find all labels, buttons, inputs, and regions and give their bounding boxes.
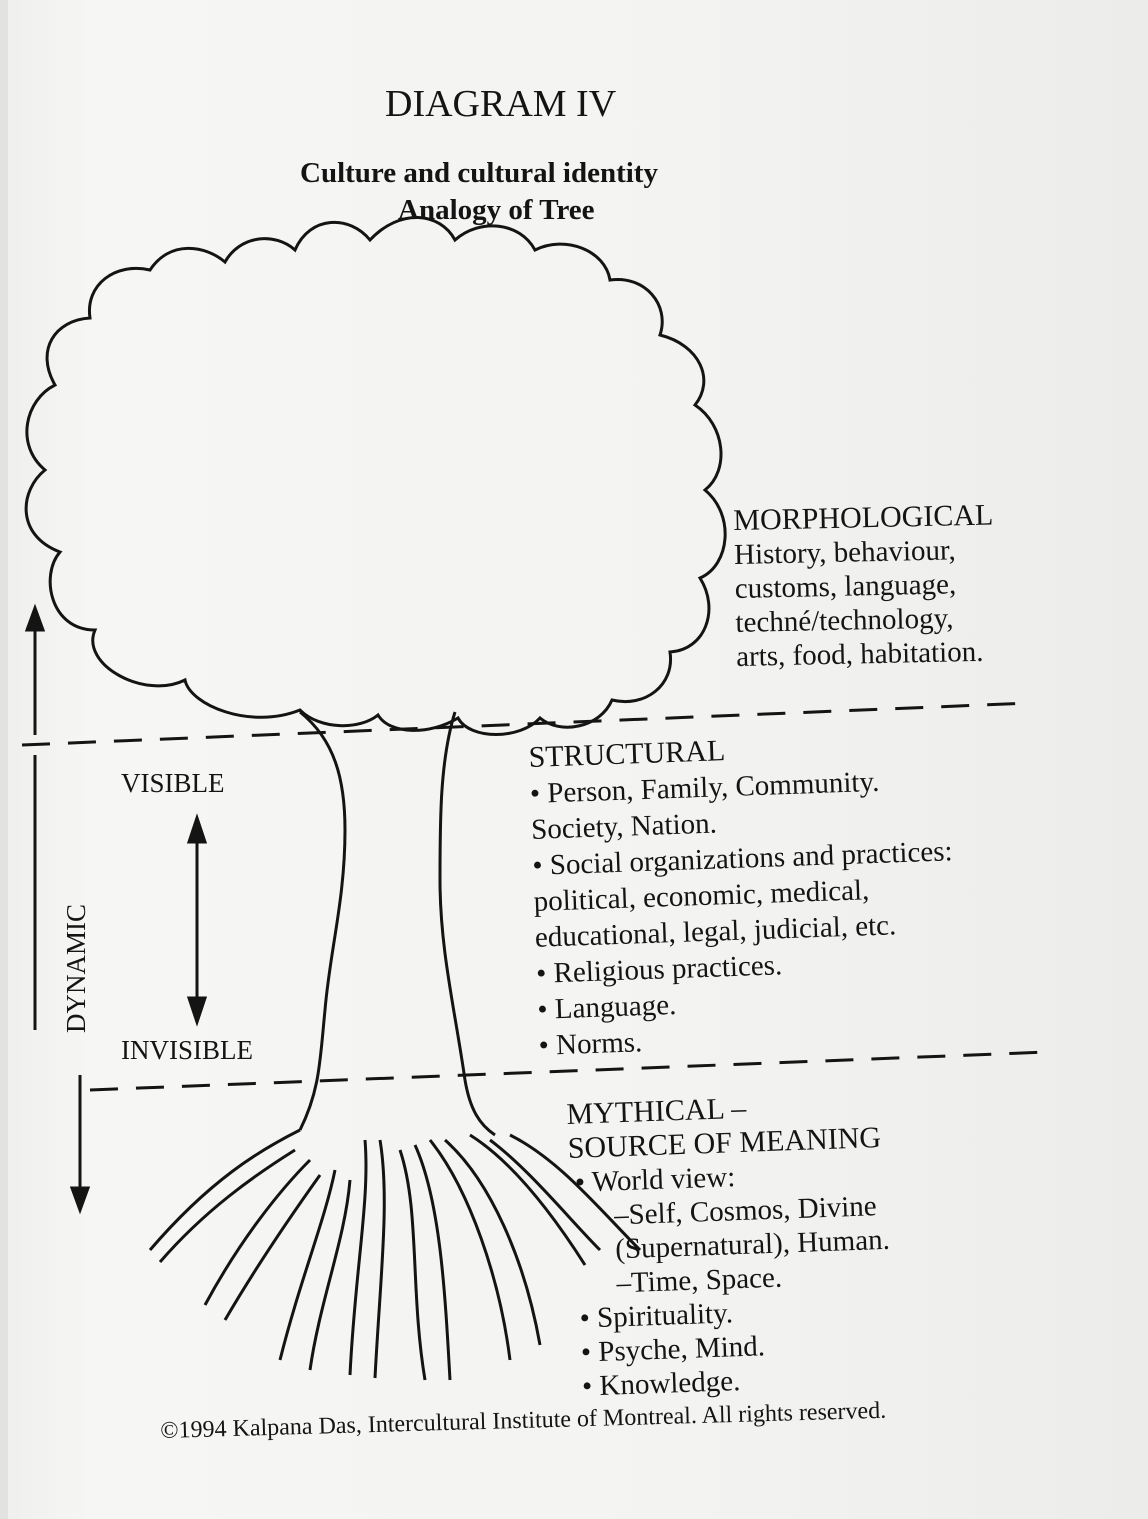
page-edge [0,0,8,1519]
morphological-line: History, behaviour, [734,533,995,572]
morphological-heading: MORPHOLOGICAL [733,499,994,538]
invisible-label: INVISIBLE [121,1035,253,1066]
diagram-subtitle-line2: Analogy of Tree [398,194,595,227]
mythical-block: MYTHICAL – SOURCE OF MEANING World view:… [566,1087,895,1404]
tree-roots [150,1130,640,1380]
tree-trunk-right [440,712,495,1135]
diagram-subtitle-line1: Culture and cultural identity [300,157,658,190]
tree-canopy [26,217,725,734]
morphological-line: customs, language, [734,567,995,606]
dynamic-label: DYNAMIC [61,904,92,1033]
tree-trunk-left [300,712,345,1130]
morphological-line: arts, food, habitation. [736,635,997,674]
morphological-line: techné/technology, [735,601,996,640]
morphological-block: MORPHOLOGICAL History, behaviour, custom… [733,499,997,674]
structural-block: STRUCTURAL Person, Family, Community. So… [528,725,959,1063]
visible-invisible-arrow [189,818,205,1022]
diagram-title: DIAGRAM IV [385,82,616,126]
visible-label: VISIBLE [121,768,225,799]
